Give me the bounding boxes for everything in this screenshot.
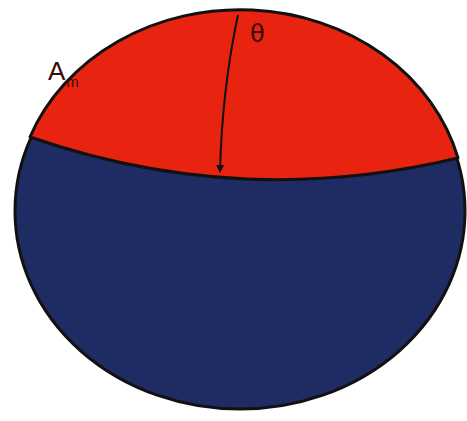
spherical-cap — [30, 10, 458, 180]
area-symbol: A — [48, 58, 65, 84]
angle-symbol: θ — [250, 22, 265, 46]
angle-arrow — [220, 15, 238, 172]
area-subscript: m — [66, 74, 79, 89]
